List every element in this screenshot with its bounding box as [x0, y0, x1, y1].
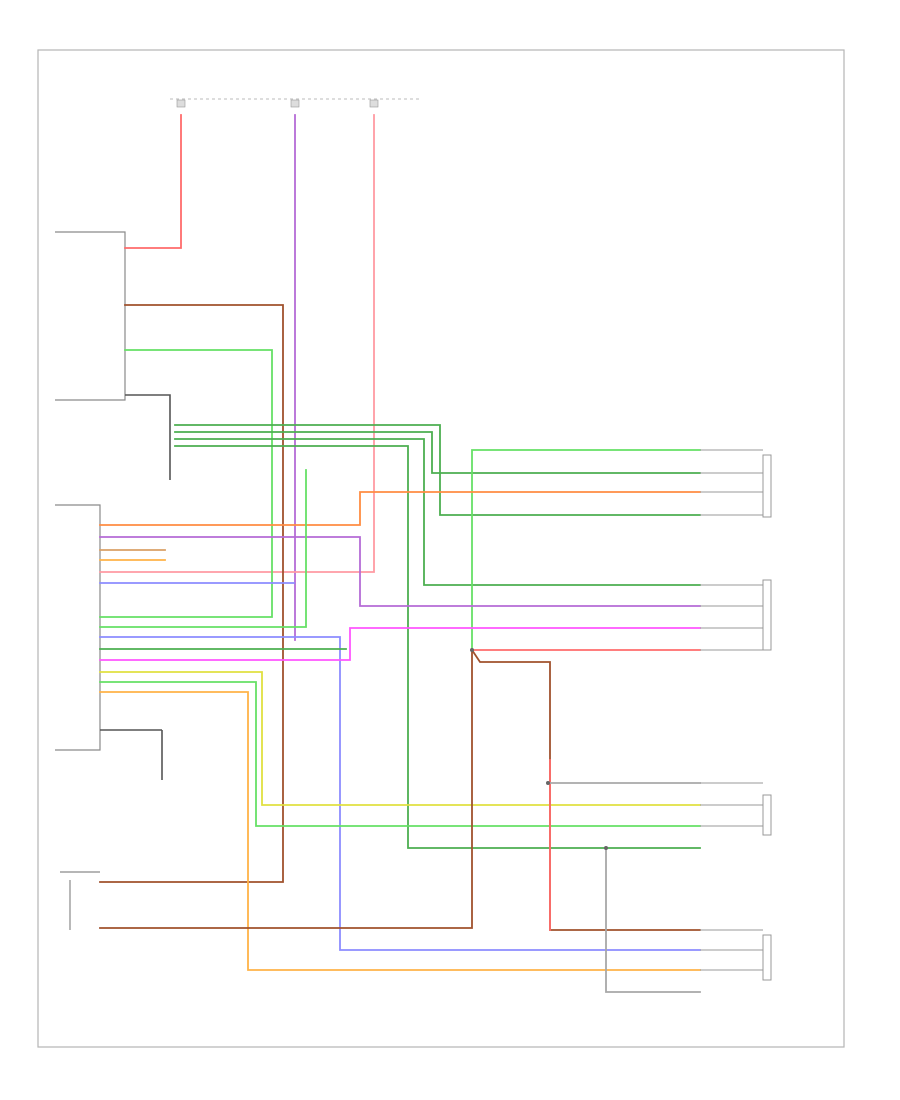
- wire-black-1: [125, 394, 171, 480]
- fuse-3: [369, 99, 379, 108]
- wire-orange-3: [99, 691, 701, 971]
- wire-pink-1: [99, 114, 375, 573]
- wire-green-4: [174, 438, 701, 586]
- wire-orange-1: [99, 491, 701, 526]
- connector-3: [762, 794, 772, 836]
- wire-gray-2: [605, 847, 701, 993]
- wire-green-5: [471, 449, 701, 651]
- switch-outline: [60, 871, 100, 930]
- connector-stubs: [700, 449, 763, 971]
- fuse-2: [290, 99, 300, 108]
- wire-brown-1: [99, 304, 284, 883]
- splice-3: [546, 781, 550, 785]
- wire-brown-3: [99, 649, 473, 929]
- wire-darkgreen-1: [174, 445, 701, 849]
- splice-2: [604, 846, 608, 850]
- wire-green-7: [99, 681, 701, 827]
- connector-2: [762, 579, 772, 651]
- diagram-frame: [37, 49, 845, 1048]
- wire-blue-2: [99, 636, 701, 951]
- wire-violet-2: [99, 536, 701, 607]
- wire-green-3: [174, 431, 701, 474]
- wire-green-2: [174, 424, 701, 516]
- wire-brown-2: [470, 648, 701, 931]
- wire-red-1: [124, 114, 182, 249]
- wire-lightgreen-1: [99, 349, 273, 618]
- wire-green-6: [99, 469, 307, 628]
- fuse-1: [176, 99, 186, 108]
- passenger-door-module-outline: [55, 231, 126, 401]
- splice-1: [470, 648, 474, 652]
- wire-magenta-1: [99, 627, 701, 661]
- driver-door-module-outline: [55, 504, 101, 751]
- connector-4: [762, 934, 772, 981]
- connector-1: [762, 454, 772, 518]
- wire-yellow-1: [99, 671, 701, 806]
